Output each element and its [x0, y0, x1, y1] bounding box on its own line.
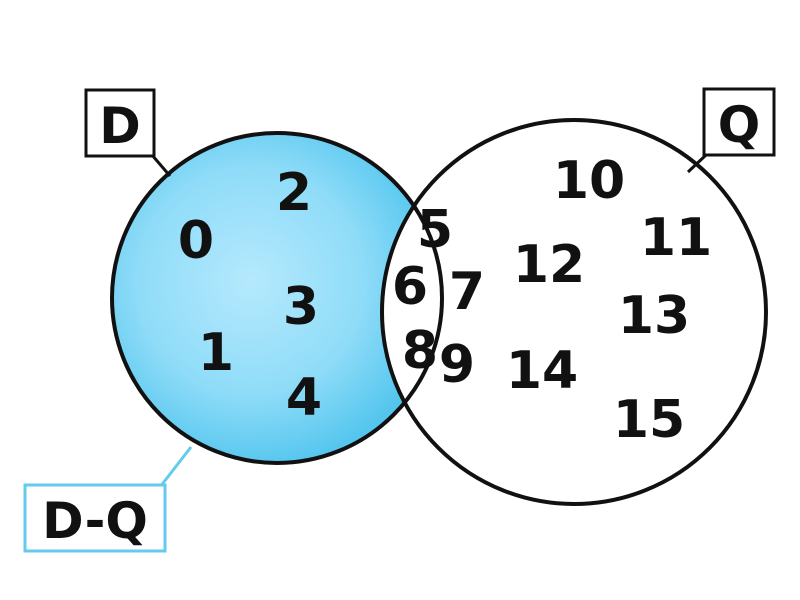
- element-q-only: 11: [640, 208, 712, 268]
- set-d-label: D: [99, 97, 141, 155]
- set-q-circle: [380, 118, 768, 506]
- set-d-leader: [150, 154, 172, 177]
- element-q-only: 12: [513, 235, 585, 295]
- difference-label-box: [23, 483, 167, 553]
- element-q-only: 10: [553, 151, 625, 211]
- set-q-leader: [686, 153, 708, 174]
- difference-label: D-Q: [42, 492, 148, 550]
- element-d-only: 3: [283, 277, 319, 337]
- element-intersection: 6: [392, 257, 428, 317]
- set-q-label: Q: [718, 96, 761, 154]
- d-minus-q-region: [112, 133, 442, 463]
- element-intersection: 8: [402, 321, 438, 381]
- element-d-only: 2: [276, 163, 312, 223]
- element-d-only: 1: [198, 323, 234, 383]
- element-q-only: 14: [506, 341, 578, 401]
- element-q-only: 13: [618, 286, 690, 346]
- element-q-only: 15: [613, 390, 685, 450]
- set-d-circle: [110, 131, 444, 465]
- element-intersection: 9: [439, 335, 475, 395]
- element-d-only: 4: [286, 368, 322, 428]
- set-q-label-box: [702, 87, 776, 157]
- set-d-label-box: [84, 88, 156, 158]
- element-d-only: 0: [178, 211, 214, 271]
- element-intersection: 5: [417, 200, 453, 260]
- difference-leader: [158, 446, 193, 488]
- element-intersection: 7: [449, 262, 485, 322]
